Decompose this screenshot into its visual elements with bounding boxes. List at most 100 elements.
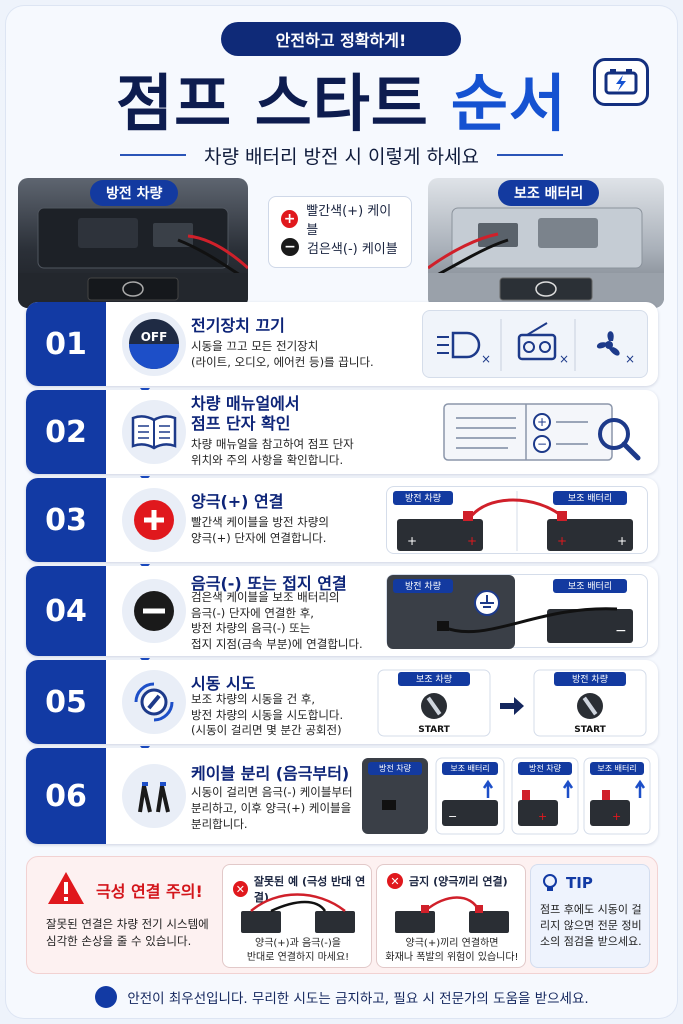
title-part2: 순서 [450,67,567,140]
desc-line: (시동이 걸리면 몇 분간 공회전) [191,723,342,737]
svg-text:+: + [407,534,417,548]
art-right-label: 보조 배터리 [568,493,612,504]
minus-circle-icon [122,579,186,643]
headlight-icon: × [437,331,491,366]
x-circle-icon: ✕ [233,881,248,897]
step-title: 음극(-) 또는 접지 연결 [191,574,347,593]
art-label-3: 방전 차량 [529,763,562,773]
warning-triangle-icon [46,870,86,910]
step-02: 02 차량 매뉴얼에서 점프 단자 확인 차량 매뉴얼을 참고하여 점프 단자 … [26,390,658,474]
shield-icon [95,986,118,1008]
desc-line: 보조 차량의 시동을 건 후, [191,692,316,706]
card-note: 양극(+)과 음극(-)을 반대로 연결하지 마세요! [223,937,373,965]
step-number: 03 [26,478,106,562]
card-title: 금지 (양극끼리 연결) [409,875,508,888]
art-label-4: 보조 배터리 [597,764,636,773]
step-desc: 시동이 걸리면 음극(-) 케이블부터 분리하고, 이후 양극(+) 케이블을 … [191,784,353,832]
svg-text:−: − [448,810,457,823]
step-number: 05 [26,660,106,744]
note-line: 화재나 폭발의 위험이 있습니다! [385,952,519,963]
legend-red-label: 빨간색(+) 케이블 [306,204,392,238]
step-06: 06 케이블 분리 (음극부터) 시동이 걸리면 음극(-) 케이블부터 분리하… [26,748,658,844]
step-number: 01 [26,302,106,386]
art-right-label: 방전 차량 [572,673,608,685]
legend-black-label: 검은색(-) 케이블 [307,241,398,257]
step-desc: 시동을 끄고 모든 전기장치 (라이트, 오디오, 에어컨 등)를 끕니다. [191,338,374,370]
disconnect-sequence-illustration: 방전 차량 보조 배터리 − 방전 차량 + [362,754,652,836]
art-left-label: 보조 차량 [416,673,452,685]
step-title: 차량 매뉴얼에서 점프 단자 확인 [191,394,300,434]
desc-line: 음극(-) 단자에 연결한 후, [191,605,314,620]
svg-text:+: + [537,415,547,429]
page-subtitle: 차량 배터리 방전 시 이렇게 하세요 [0,138,683,172]
header-pill: 안전하고 정확하게! [221,22,461,56]
svg-text:+: + [467,534,477,548]
step-number: 02 [26,390,106,474]
discharged-car-badge: 방전 차량 [90,180,179,206]
step-03: 03 양극(+) 연결 빨간색 케이블을 방전 차량의 양극(+) 단자에 연결… [26,478,658,562]
step-01: 01 OFF 전기장치 끄기 시동을 끄고 모든 전기장치 (라이트, 오디오,… [26,302,658,386]
note-line: 양극(+)끼리 연결하면 [405,938,499,949]
clamp-remove-icon [122,764,186,828]
desc-line: 빨간색 케이블을 방전 차량의 [191,515,329,529]
svg-text:×: × [481,352,491,366]
step-number: 06 [26,748,106,844]
devices-off-illustration: × × × [422,310,648,378]
power-off-icon: OFF [122,312,186,376]
manual-book-icon [122,400,186,464]
title-line: 점프 단자 확인 [191,414,291,433]
desc-line: 분리합니다. [191,817,248,831]
wrong-example-card: ✕ 잘못된 예 (극성 반대 연결) 양극(+)과 음극(-)을 반대로 연결하… [222,864,372,968]
desc-line: 검은색 케이블을 보조 배터리의 [191,590,340,604]
ignition-key-icon [122,670,186,734]
svg-text:−: − [537,437,547,451]
art-label-1: 방전 차량 [379,763,412,773]
svg-text:−: − [615,623,627,639]
tip-panel [530,864,650,968]
note-line: 양극(+)과 음극(-)을 [255,938,341,949]
plus-circle-icon [122,488,186,552]
desc-line: 접지 지점(금속 부분)에 연결합니다. [191,636,363,651]
title-line: 차량 매뉴얼에서 [191,394,300,413]
fan-icon: × [596,331,635,366]
legend-black-row: − 검은색(-) 케이블 [281,233,399,261]
desc-line: 위치와 주의 사항을 확인합니다. [191,453,344,467]
tip-title: TIP [566,874,593,892]
start-label: START [574,725,606,735]
lightbulb-icon [540,872,560,898]
desc-line: 분리하고, 이후 양극(+) 케이블을 [191,801,352,815]
reversed-polarity-illustration [241,893,355,933]
svg-text:+: + [612,810,621,823]
minus-icon: − [281,238,299,256]
title-part1: 점프 스타트 [116,67,429,140]
ground-connect-illustration: 방전 차량 보조 배터리 − [386,574,648,649]
svg-text:×: × [559,352,569,366]
step-title: 케이블 분리 (음극부터) [191,764,350,783]
subtitle-text: 차량 배터리 방전 시 이렇게 하세요 [204,145,479,168]
battery-bolt-icon [593,58,649,106]
step-desc: 빨간색 케이블을 방전 차량의 양극(+) 단자에 연결합니다. [191,514,329,546]
step-04: 04 음극(-) 또는 접지 연결 검은색 케이블을 보조 배터리의 음극(-)… [26,566,658,656]
positive-connect-illustration: 방전 차량 보조 배터리 ++ ++ [386,486,648,554]
card-note: 양극(+)끼리 연결하면 화재나 폭발의 위험이 있습니다! [377,937,527,965]
tip-desc: 점프 후에도 시동이 걸리지 않으면 전문 정비소의 점검을 받으세요. [540,903,642,948]
note-line: 반대로 연결하지 마세요! [246,952,350,963]
desc-line: 방전 차량의 시동을 시도합니다. [191,707,344,722]
x-circle-icon: ✕ [387,873,403,889]
booster-battery-badge: 보조 배터리 [498,180,600,206]
step-number: 04 [26,566,106,656]
start-sequence-illustration: 보조 차량 START 방전 차량 START [376,668,648,737]
desc-line: 시동이 걸리면 음극(-) 케이블부터 [191,785,353,799]
desc-line: 양극(+) 단자에 연결합니다. [191,531,327,545]
step-desc: 검은색 케이블을 보조 배터리의 음극(-) 단자에 연결한 후, 방전 차량의… [191,590,363,652]
start-label: START [418,725,450,735]
step-desc: 차량 매뉴얼을 참고하여 점프 단자 위치와 주의 사항을 확인합니다. [191,436,354,468]
desc-line: 시동을 끄고 모든 전기장치 [191,339,319,353]
svg-text:+: + [617,534,627,548]
desc-line: (라이트, 오디오, 에어컨 등)를 끕니다. [191,355,374,369]
art-right-label: 보조 배터리 [568,581,612,592]
card-heading: ✕ 금지 (양극끼리 연결) [387,873,508,889]
warning-desc: 잘못된 연결은 차량 전기 시스템에 심각한 손상을 줄 수 있습니다. [46,917,209,948]
desc-line: 차량 매뉴얼을 참고하여 점프 단자 [191,437,354,451]
plus-icon: + [281,210,299,228]
